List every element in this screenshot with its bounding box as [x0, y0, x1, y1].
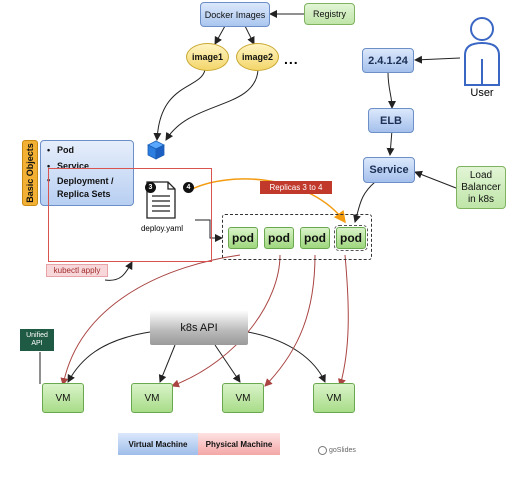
pod-2[interactable]: pod: [264, 227, 294, 249]
kubectl-apply-label: kubectl apply: [46, 264, 108, 277]
images-arrow-1: [214, 25, 226, 45]
lb-to-service: [414, 170, 457, 189]
load-balancer-node[interactable]: Load Balancer in k8s: [456, 166, 506, 209]
elb-node[interactable]: ELB: [368, 108, 414, 133]
kubectl-arrow: [104, 261, 133, 281]
pod-4[interactable]: pod: [334, 225, 368, 251]
pod2-to-vm: [171, 254, 281, 388]
container-cube-icon: [147, 140, 165, 160]
more-images-ellipsis: ...: [284, 51, 299, 67]
list-item: •Pod: [47, 145, 74, 155]
replicas-arrow: [189, 178, 346, 224]
user-arrow: [414, 55, 461, 64]
vm-2[interactable]: VM: [131, 383, 173, 413]
user-icon: [464, 17, 500, 86]
image2-to-cube: [165, 69, 259, 141]
image2-node[interactable]: image2: [236, 43, 279, 71]
service-node[interactable]: Service: [363, 157, 415, 183]
vm-1[interactable]: VM: [42, 383, 84, 413]
api-to-vm4: [247, 331, 326, 383]
user-label: User: [470, 87, 494, 99]
step-4-badge: 4: [183, 182, 194, 193]
watermark-text: goSlides: [329, 447, 356, 454]
basic-objects-list: •Pod •Service •Deployment / Replica Sets: [40, 140, 134, 206]
watermark: goSlides: [318, 446, 356, 455]
pods-container: [222, 214, 372, 260]
pod-3[interactable]: pod: [300, 227, 330, 249]
deploy-file-label: deploy.yaml: [140, 223, 184, 233]
api-to-vm1: [67, 331, 151, 383]
docker-images-node[interactable]: Docker Images: [200, 2, 270, 27]
ip-address-node[interactable]: 2.4.1.24: [362, 48, 414, 73]
list-item: •Service: [47, 161, 90, 171]
step-3-badge: 3: [145, 182, 156, 193]
elb-to-service: [386, 129, 395, 156]
basic-objects-title: Basic Objects: [25, 143, 35, 203]
pod-1[interactable]: pod: [228, 227, 258, 249]
vm-3[interactable]: VM: [222, 383, 264, 413]
api-to-vm3: [214, 344, 241, 383]
legend-physical-machine: Physical Machine: [198, 433, 280, 455]
images-arrow-2: [244, 25, 255, 45]
deployment-group-outline: [48, 168, 212, 262]
replicas-label: Replicas 3 to 4: [260, 181, 332, 194]
k8s-api-node[interactable]: k8s API: [150, 310, 248, 345]
pod3-to-vm: [264, 254, 316, 387]
pod1-to-vm: [60, 254, 241, 386]
legend-virtual-machine: Virtual Machine: [118, 433, 198, 455]
pod4-to-vm: [338, 254, 349, 387]
registry-node[interactable]: Registry: [304, 3, 355, 25]
vm-4[interactable]: VM: [313, 383, 355, 413]
basic-objects-title-bar: Basic Objects: [22, 140, 38, 206]
unified-api-badge: Unified API: [20, 329, 54, 351]
api-to-vm2: [158, 344, 176, 383]
deploy-to-pods: [195, 219, 223, 242]
watermark-logo-icon: [318, 446, 327, 455]
ip-to-elb: [387, 71, 396, 109]
image1-node[interactable]: image1: [186, 43, 229, 71]
image1-to-cube: [153, 69, 206, 141]
service-to-pods: [353, 181, 376, 223]
